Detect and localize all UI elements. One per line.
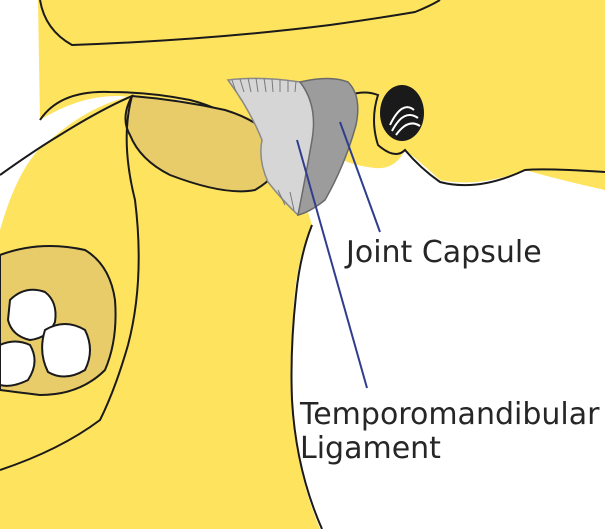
ear-canal-icon — [380, 85, 424, 141]
joint-capsule-label: Joint Capsule — [346, 236, 542, 270]
tm-ligament-label-line1: Temporomandibular — [300, 398, 599, 432]
tm-ligament-label-line2: Ligament — [300, 432, 441, 466]
